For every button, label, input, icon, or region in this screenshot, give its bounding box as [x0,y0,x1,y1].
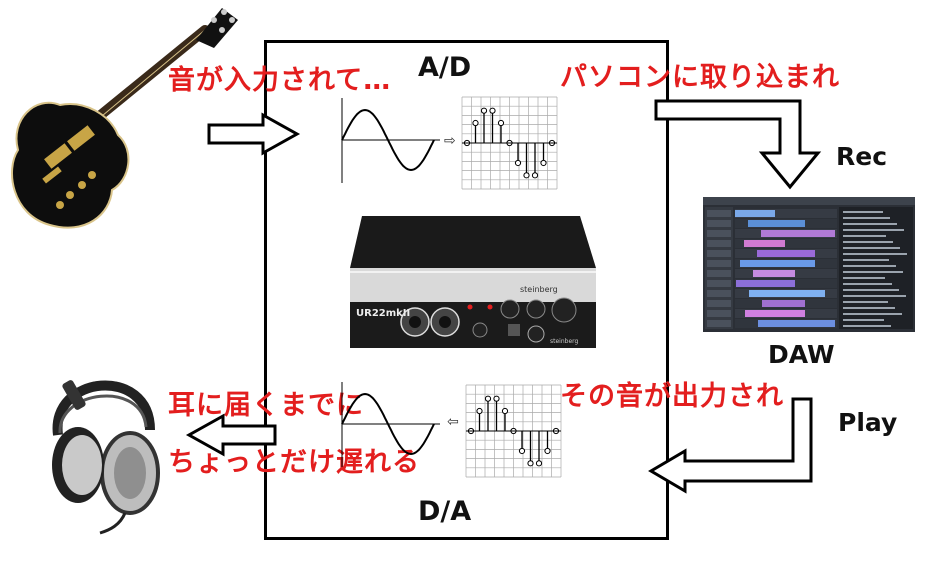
digital-samples-bottom [465,384,562,478]
output-annotation: その音が出力され [560,381,784,412]
analog-waveform-top [341,98,440,183]
device-brand-text: steinberg [520,285,558,294]
ad-label: A/D [418,52,472,83]
pc-annotation: パソコンに取り込まれ [560,62,840,93]
play-label: Play [838,408,898,437]
digital-samples-top [461,96,558,190]
latency-annotation-line2: ちょっとだけ遅れる [168,447,420,478]
play-arrow-icon [648,397,813,494]
da-label: D/A [418,496,472,527]
audio-interface-frame [264,40,669,540]
output-arrow-icon [185,413,277,457]
headphones-icon [52,380,160,535]
latency-annotation-line1: 耳に届くまでに [168,390,364,421]
small-arrow-right-icon: ⇨ [444,133,456,149]
rec-label: Rec [836,142,888,171]
daw-label: DAW [768,340,835,369]
input-annotation: 音が入力されて… [168,65,392,96]
electric-guitar-icon [11,8,238,229]
analog-waveform-bottom [341,382,440,467]
daw-screenshot [703,197,915,332]
input-arrow-icon [207,112,301,156]
device-model-text: UR22mkII [356,308,410,319]
rec-arrow-icon [654,99,822,190]
small-arrow-left-icon: ⇦ [447,414,459,430]
audio-interface-device: UR22mkII steinberg steinberg [350,216,596,348]
device-brand-front-text: steinberg [550,338,579,345]
